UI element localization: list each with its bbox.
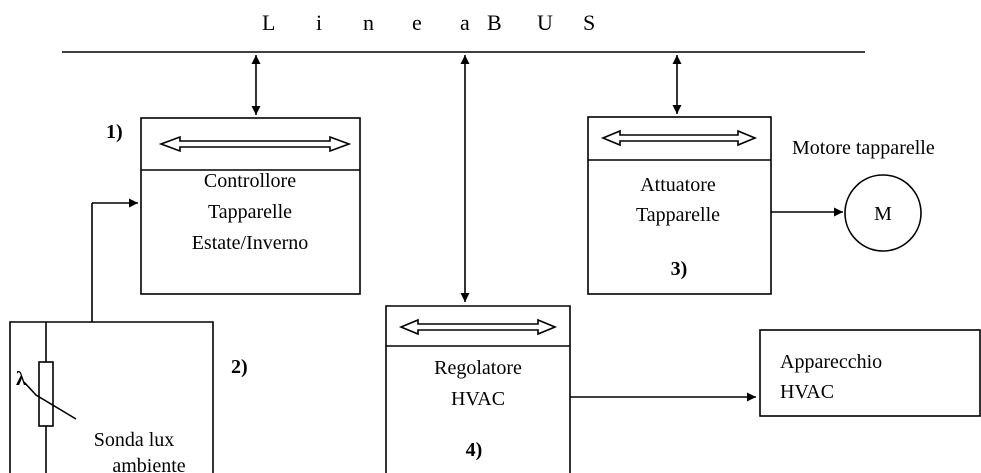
bus-char: i bbox=[316, 10, 322, 35]
sensor-label-line: Sonda lux bbox=[94, 429, 175, 451]
double-arrow-icon bbox=[600, 129, 758, 147]
hvac-device-frame bbox=[759, 329, 981, 417]
controller-label-line: Controllore bbox=[204, 170, 296, 192]
controller-block: 1) Controllore Tapparelle Estate/Inverno bbox=[106, 117, 361, 295]
bus-title: L i n e a B U S bbox=[262, 10, 595, 35]
motor-caption: Motore tapparelle bbox=[792, 137, 935, 159]
actuator-frame bbox=[587, 116, 772, 295]
hvac-regulator-block: Regolatore HVAC 4) bbox=[385, 305, 571, 473]
hvac-regulator-number: 4) bbox=[466, 439, 483, 461]
bus-char: e bbox=[412, 10, 422, 35]
motor-symbol: M bbox=[874, 203, 892, 225]
actuator-number: 3) bbox=[671, 258, 688, 280]
hvac-regulator-label-line: Regolatore bbox=[434, 357, 522, 379]
sensor-label-line: ambiente bbox=[112, 455, 185, 473]
double-arrow-icon bbox=[158, 135, 352, 153]
bus-char: U bbox=[537, 10, 553, 35]
photoresistor-variable-line bbox=[23, 381, 77, 420]
bus-char: n bbox=[363, 10, 374, 35]
sensor-block: λ Sonda lux ambiente 2) bbox=[9, 198, 248, 473]
photoresistor-icon bbox=[38, 361, 54, 427]
actuator-label-line: Attuatore bbox=[640, 174, 716, 196]
actuator-label-line: Tapparelle bbox=[636, 204, 720, 226]
hvac-regulator-frame bbox=[385, 305, 571, 473]
controller-label-line: Tapparelle bbox=[208, 201, 292, 223]
hvac-device-label-line: Apparecchio bbox=[780, 351, 882, 373]
controller-label-line: Estate/Inverno bbox=[192, 232, 309, 254]
double-arrow-icon bbox=[398, 318, 558, 336]
actuator-block: Attuatore Tapparelle 3) bbox=[587, 116, 772, 295]
bus-char: a bbox=[460, 10, 470, 35]
bus-char: L bbox=[262, 10, 275, 35]
hvac-regulator-label-line: HVAC bbox=[451, 388, 505, 410]
bus-char: S bbox=[583, 10, 595, 35]
controller-number: 1) bbox=[106, 121, 123, 143]
lambda-symbol: λ bbox=[16, 368, 26, 390]
sensor-number: 2) bbox=[231, 356, 248, 378]
hvac-device-block: Apparecchio HVAC bbox=[759, 329, 981, 417]
sensor-frame bbox=[9, 321, 214, 473]
bus-char: B bbox=[487, 10, 502, 35]
motor: Motore tapparelle M bbox=[771, 137, 935, 252]
motor-circle-icon bbox=[844, 174, 922, 252]
hvac-device-label-line: HVAC bbox=[780, 381, 834, 403]
